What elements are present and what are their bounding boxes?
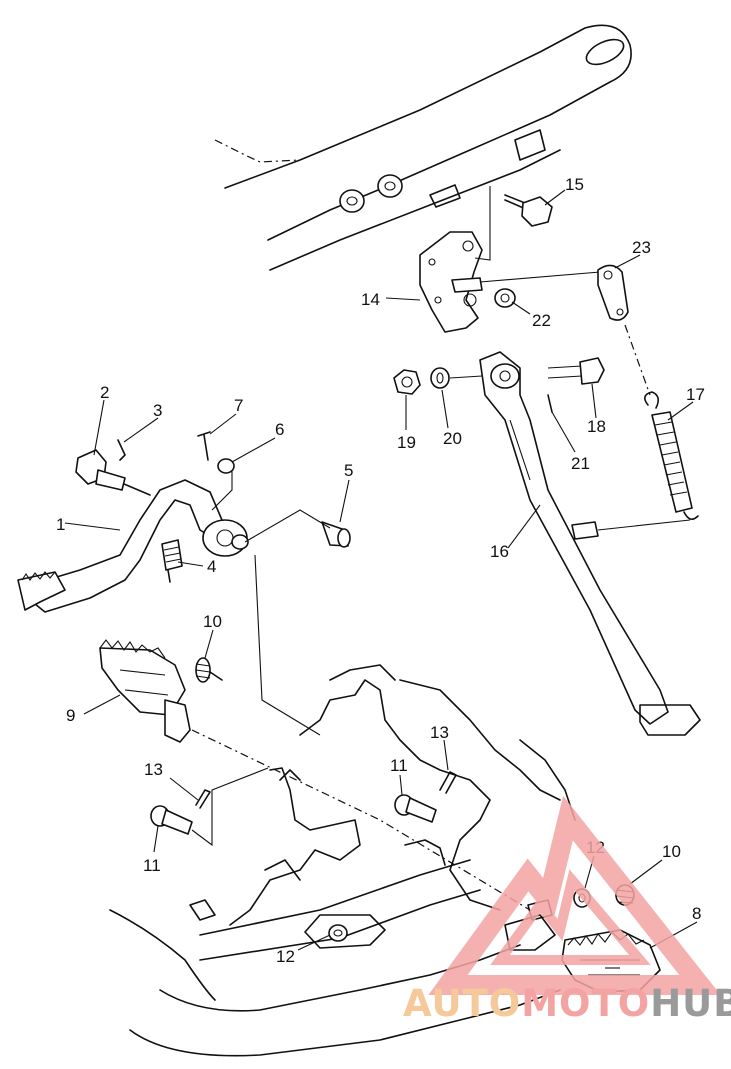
spring-plate	[597, 264, 629, 321]
leader-line	[191, 767, 269, 847]
nut	[393, 369, 421, 395]
leader-line	[254, 554, 321, 736]
leader-line	[449, 375, 483, 379]
leader-line	[244, 509, 331, 543]
pivot-bolt	[547, 357, 605, 385]
callout-6: 6	[275, 420, 284, 439]
callout-5: 5	[344, 461, 353, 480]
callout-10-right: 10	[662, 842, 681, 861]
callout-1: 1	[56, 515, 65, 534]
cotter-pin	[195, 789, 211, 809]
callout-23: 23	[632, 238, 651, 257]
callout-11-left: 11	[143, 856, 161, 875]
callout-21: 21	[571, 454, 590, 473]
footrest-spring	[195, 657, 223, 683]
washer	[430, 367, 450, 389]
callout-19: 19	[397, 433, 416, 452]
watermark-text: AUTOMOTOHUB	[403, 982, 731, 1025]
bolt	[504, 194, 553, 227]
pivot-pin	[451, 277, 516, 308]
cotter-pin	[117, 439, 126, 461]
brake-pedal	[17, 479, 249, 613]
leader-line	[479, 271, 601, 283]
footrest-left	[99, 639, 191, 743]
frame-swingarm	[214, 24, 632, 271]
callout-17: 17	[686, 385, 705, 404]
callout-12-left: 12	[276, 947, 295, 966]
callout-13-right: 13	[430, 723, 449, 742]
callout-16: 16	[490, 542, 509, 561]
callout-22: 22	[532, 311, 551, 330]
washer	[217, 458, 235, 474]
callout-15: 15	[565, 175, 584, 194]
callout-4: 4	[207, 557, 216, 576]
callout-7: 7	[234, 396, 243, 415]
callout-18: 18	[587, 417, 606, 436]
footrest-pin	[394, 794, 437, 823]
leader-line	[474, 186, 491, 261]
watermark-hub: HUB	[650, 982, 731, 1025]
cotter-pin	[197, 431, 211, 461]
callout-13-left: 13	[144, 760, 163, 779]
pivot-pin	[321, 521, 351, 548]
callout-9: 9	[66, 706, 75, 725]
footrest-pin	[150, 805, 193, 835]
watermark-auto: AUTO	[403, 982, 521, 1025]
cotter-pin	[439, 771, 457, 794]
callout-2: 2	[100, 383, 109, 402]
pedal-spring	[161, 539, 183, 583]
sidestand-bracket	[419, 231, 483, 333]
watermark-moto: MOTO	[521, 982, 650, 1025]
pedal-stopper	[75, 449, 126, 491]
callout-8: 8	[692, 904, 701, 923]
cotter-pin	[547, 394, 553, 413]
callout-14: 14	[361, 290, 380, 309]
sidestand	[479, 351, 701, 736]
leader-line	[123, 483, 151, 496]
sidestand-spring	[624, 324, 699, 520]
callout-20: 20	[443, 429, 462, 448]
callout-3: 3	[153, 401, 162, 420]
callout-11-right: 11	[390, 756, 408, 775]
leader-line	[211, 470, 233, 511]
leader-line	[597, 519, 691, 531]
callout-10-left: 10	[203, 612, 222, 631]
watermark-logo	[428, 795, 721, 995]
